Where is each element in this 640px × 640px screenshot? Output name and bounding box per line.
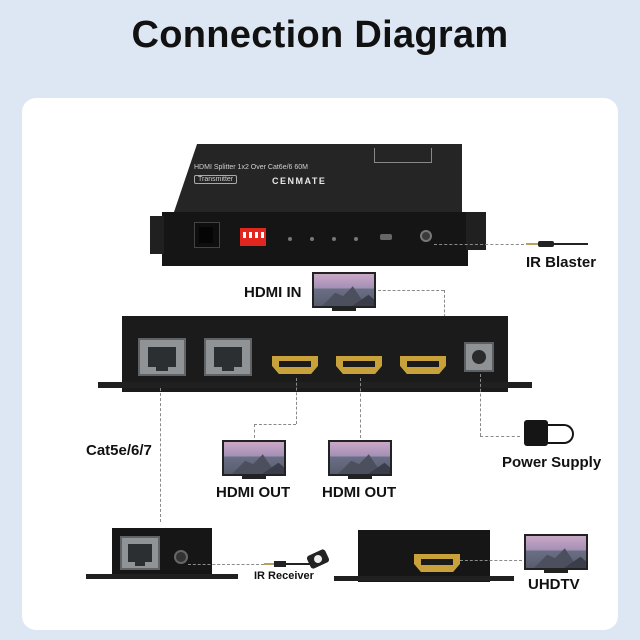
transmitter-model-text: HDMI Splitter 1x2 Over Cat6e/6 60M <box>194 164 308 171</box>
hdmi-in-line-h <box>378 290 444 291</box>
uhdtv-icon <box>524 534 588 570</box>
power-line-h <box>480 436 520 437</box>
receiver-rj45-port[interactable] <box>120 536 160 570</box>
hdmi-in-label: HDMI IN <box>244 284 302 301</box>
ir-receiver-label: IR Receiver <box>254 570 314 582</box>
hdmi-out-1-tv-icon <box>222 440 286 476</box>
power-cable-icon <box>546 424 574 444</box>
hdmi-out-1-line-v <box>296 378 297 424</box>
status-led <box>288 237 292 241</box>
power-adapter-icon <box>524 420 548 446</box>
ir-receiver-cable-icon <box>264 560 310 568</box>
ir-blaster-label: IR Blaster <box>526 254 597 271</box>
hdmi-out-2-tv-icon <box>328 440 392 476</box>
tv-stand <box>332 308 356 311</box>
brand-logo: CENMATE <box>272 176 327 186</box>
rj45-port-1[interactable] <box>138 338 186 376</box>
transmitter-left-flange <box>150 216 164 254</box>
hdmi-out-2-label: HDMI OUT <box>322 484 397 501</box>
top-icon-box <box>374 148 432 163</box>
transmitter-top-face <box>174 144 462 212</box>
ir-blaster-cable-icon <box>526 240 588 248</box>
dip-switch[interactable] <box>240 228 266 246</box>
ir-port[interactable] <box>420 230 432 242</box>
receiver-hdmi-flange <box>334 576 514 581</box>
power-line-v <box>480 374 481 436</box>
status-led <box>354 237 358 241</box>
ir-blaster-line <box>434 244 524 245</box>
receiver-flange <box>86 574 238 579</box>
power-switch[interactable] <box>194 222 220 248</box>
splitter-flange <box>98 382 532 388</box>
dc-power-port[interactable] <box>464 342 494 372</box>
transmitter-role-badge: Transmitter <box>194 175 238 184</box>
receiver-hdmi-port[interactable] <box>414 554 460 572</box>
usb-port[interactable] <box>380 234 392 240</box>
diagram-panel: HDMI Splitter 1x2 Over Cat6e/6 60M Trans… <box>22 98 618 630</box>
uhdtv-line <box>460 560 522 561</box>
hdmi-in-tv-icon <box>312 272 376 308</box>
hdmi-out-2-line <box>360 378 361 438</box>
hdmi-out-port-1[interactable] <box>272 356 318 374</box>
tv-stand <box>242 476 266 479</box>
hdmi-out-port-2[interactable] <box>336 356 382 374</box>
ir-receiver-sensor-icon <box>305 548 331 570</box>
cat-cable-line <box>160 388 161 522</box>
page-title: Connection Diagram <box>131 14 509 56</box>
uhdtv-label: UHDTV <box>528 576 580 593</box>
hdmi-out-1-line-v2 <box>254 424 255 438</box>
hdmi-in-port[interactable] <box>400 356 446 374</box>
transmitter-right-flange <box>466 212 486 250</box>
cat-cable-label: Cat5e/6/7 <box>86 442 152 459</box>
hdmi-out-1-line-h <box>254 424 296 425</box>
splitter-rear-panel <box>122 316 508 392</box>
status-led <box>332 237 336 241</box>
power-supply-label: Power Supply <box>502 454 602 471</box>
receiver-ir-port[interactable] <box>174 550 188 564</box>
tv-stand <box>348 476 372 479</box>
hdmi-out-1-label: HDMI OUT <box>216 484 291 501</box>
status-led <box>310 237 314 241</box>
ir-receiver-line <box>188 564 264 565</box>
rj45-port-2[interactable] <box>204 338 252 376</box>
tv-stand <box>544 570 568 573</box>
